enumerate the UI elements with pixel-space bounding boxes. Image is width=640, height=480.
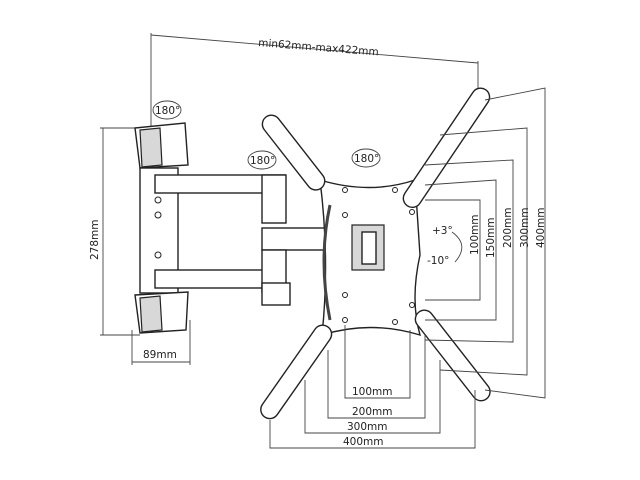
height-dimension: 278mm — [89, 127, 140, 336]
vesa-plate — [319, 179, 422, 337]
wall-plate — [134, 122, 189, 334]
arm-swivel-label: 180° — [250, 155, 275, 167]
extension-label: min62mm-max422mm — [258, 37, 379, 58]
vertical-400: 400mm — [535, 208, 547, 249]
tilt-up-label: +3° — [432, 225, 453, 237]
plate-swivel-label: 180° — [354, 153, 379, 165]
depth-label: 89mm — [143, 349, 177, 361]
extension-dimension: min62mm-max422mm — [150, 33, 479, 130]
horizontal-200: 200mm — [352, 406, 393, 418]
vertical-100: 100mm — [469, 215, 481, 256]
vertical-150: 150mm — [485, 218, 497, 259]
horizontal-400: 400mm — [343, 436, 384, 448]
vertical-200: 200mm — [502, 208, 514, 249]
vertical-vesa-dimensions: 100mm 150mm 200mm 300mm 400mm — [424, 87, 547, 399]
rotation-labels: 180° 180° 180° +3° -10° — [152, 100, 463, 267]
wall-swivel-label: 180° — [155, 105, 180, 117]
horizontal-100: 100mm — [352, 386, 393, 398]
height-label: 278mm — [89, 220, 101, 261]
tilt-down-label: -10° — [427, 255, 449, 267]
swing-arms — [154, 174, 343, 306]
depth-dimension: 89mm — [131, 320, 191, 365]
vertical-300: 300mm — [519, 208, 531, 249]
tv-brackets — [260, 87, 491, 420]
horizontal-300: 300mm — [347, 421, 388, 433]
horizontal-vesa-dimensions: 100mm 200mm 300mm 400mm — [269, 325, 476, 449]
